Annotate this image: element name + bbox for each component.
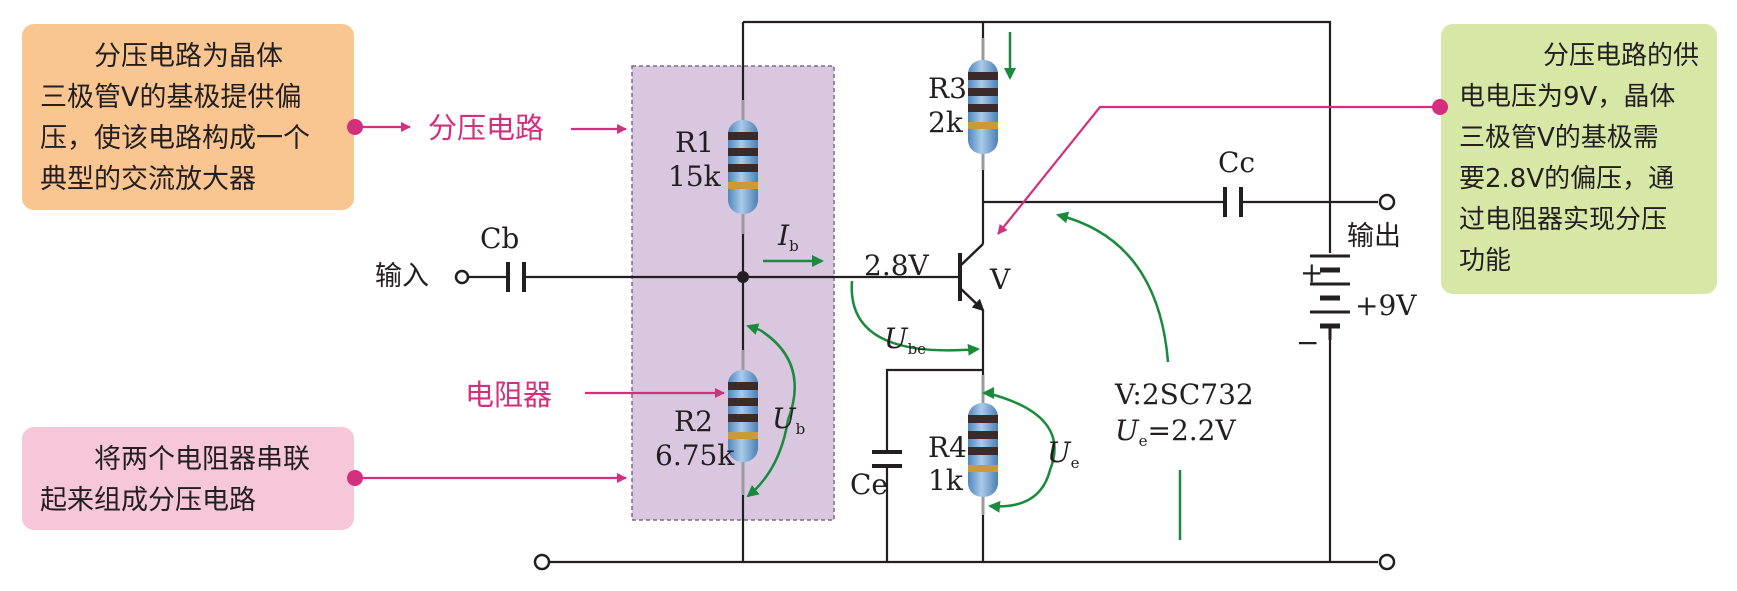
r3-value: 2k bbox=[928, 106, 964, 139]
r2-name: R2 bbox=[674, 405, 713, 438]
note-line: 电电压为9V，晶体 bbox=[1459, 82, 1676, 112]
capacitor-cb bbox=[506, 262, 526, 292]
note-divider-purpose: 分压电路为晶体 三极管V的基极提供偏 压，使该电路构成一个 典型的交流放大器 bbox=[22, 24, 354, 210]
note-series-resistors: 将两个电阻器串联 起来组成分压电路 bbox=[22, 427, 354, 530]
callout-dot-bottom-left bbox=[347, 470, 363, 486]
ub-label: Ub bbox=[772, 402, 805, 438]
junction-dot bbox=[737, 271, 749, 283]
r1-name: R1 bbox=[675, 126, 714, 159]
note-line: 分压电路的供 bbox=[1542, 41, 1699, 71]
note-line: 三极管V的基极提供偏 bbox=[40, 82, 302, 113]
ce-label: Ce bbox=[850, 468, 888, 501]
input-terminal bbox=[454, 269, 470, 285]
callout-dot-top-left bbox=[347, 119, 363, 135]
r2-value: 6.75k bbox=[655, 439, 735, 472]
ue-value-main: U bbox=[1115, 414, 1140, 447]
battery-plus: + bbox=[1300, 256, 1323, 289]
resistor-r3 bbox=[968, 38, 998, 170]
output-label: 输出 bbox=[1347, 221, 1401, 252]
callout-resistor-label: 电阻器 bbox=[465, 378, 552, 412]
ib-sub: b bbox=[789, 237, 799, 255]
note-line: 压，使该电路构成一个 bbox=[40, 123, 310, 154]
ue-value-rest: =2.2V bbox=[1148, 414, 1237, 447]
resistor-r4 bbox=[968, 375, 998, 515]
capacitor-cc bbox=[1223, 187, 1243, 217]
resistor-r2 bbox=[728, 350, 758, 495]
battery bbox=[1310, 254, 1350, 340]
transistor-model: V:2SC732 bbox=[1114, 378, 1254, 411]
output-terminal bbox=[1378, 193, 1396, 211]
ue-label: Ue bbox=[1047, 436, 1080, 472]
cc-label: Cc bbox=[1218, 146, 1255, 179]
ib-main: I bbox=[777, 219, 790, 252]
battery-voltage: +9V bbox=[1355, 289, 1417, 322]
r1-value: 15k bbox=[668, 160, 722, 193]
r4-value: 1k bbox=[928, 464, 964, 497]
wires bbox=[460, 20, 1378, 564]
ground-terminal-left bbox=[533, 553, 551, 571]
note-line: 三极管V的基极需 bbox=[1459, 123, 1659, 153]
ue-main: U bbox=[1047, 436, 1072, 469]
note-line: 分压电路为晶体 bbox=[94, 41, 283, 72]
ube-label: Ube bbox=[884, 322, 926, 358]
note-line: 起来组成分压电路 bbox=[40, 485, 256, 516]
ube-sub: be bbox=[908, 340, 927, 358]
r4-name: R4 bbox=[928, 431, 967, 464]
ue-value-sub: e bbox=[1139, 432, 1148, 450]
measurement-arrows bbox=[746, 32, 1182, 540]
ue-sub: e bbox=[1071, 454, 1080, 472]
callout-arrows bbox=[355, 105, 1440, 483]
ue-value-label: Ue=2.2V bbox=[1115, 414, 1236, 450]
ube-main: U bbox=[884, 322, 909, 355]
note-supply-voltage: 分压电路的供 电电压为9V，晶体 三极管V的基极需 要2.8V的偏压，通 过电阻… bbox=[1441, 24, 1717, 294]
resistor-r1 bbox=[728, 100, 758, 234]
base-voltage-label: 2.8V bbox=[864, 249, 930, 282]
input-label: 输入 bbox=[375, 261, 429, 292]
note-line: 典型的交流放大器 bbox=[40, 164, 256, 195]
transistor-v bbox=[958, 243, 985, 312]
note-line: 将两个电阻器串联 bbox=[94, 444, 310, 475]
r3-name: R3 bbox=[928, 72, 967, 105]
transistor-label: V bbox=[989, 263, 1011, 296]
ib-label: Ib bbox=[777, 219, 799, 255]
callout-dot-right bbox=[1432, 99, 1448, 115]
ub-main: U bbox=[772, 402, 797, 435]
ground-terminal-right bbox=[1378, 553, 1396, 571]
cb-label: Cb bbox=[480, 222, 519, 255]
capacitor-ce bbox=[872, 450, 902, 468]
battery-minus: − bbox=[1296, 326, 1319, 359]
note-line: 要2.8V的偏压，通 bbox=[1459, 164, 1675, 194]
note-line: 过电阻器实现分压 bbox=[1459, 205, 1668, 235]
note-line: 功能 bbox=[1459, 246, 1512, 276]
callout-divider-label: 分压电路 bbox=[428, 111, 544, 145]
ub-sub: b bbox=[796, 420, 806, 438]
